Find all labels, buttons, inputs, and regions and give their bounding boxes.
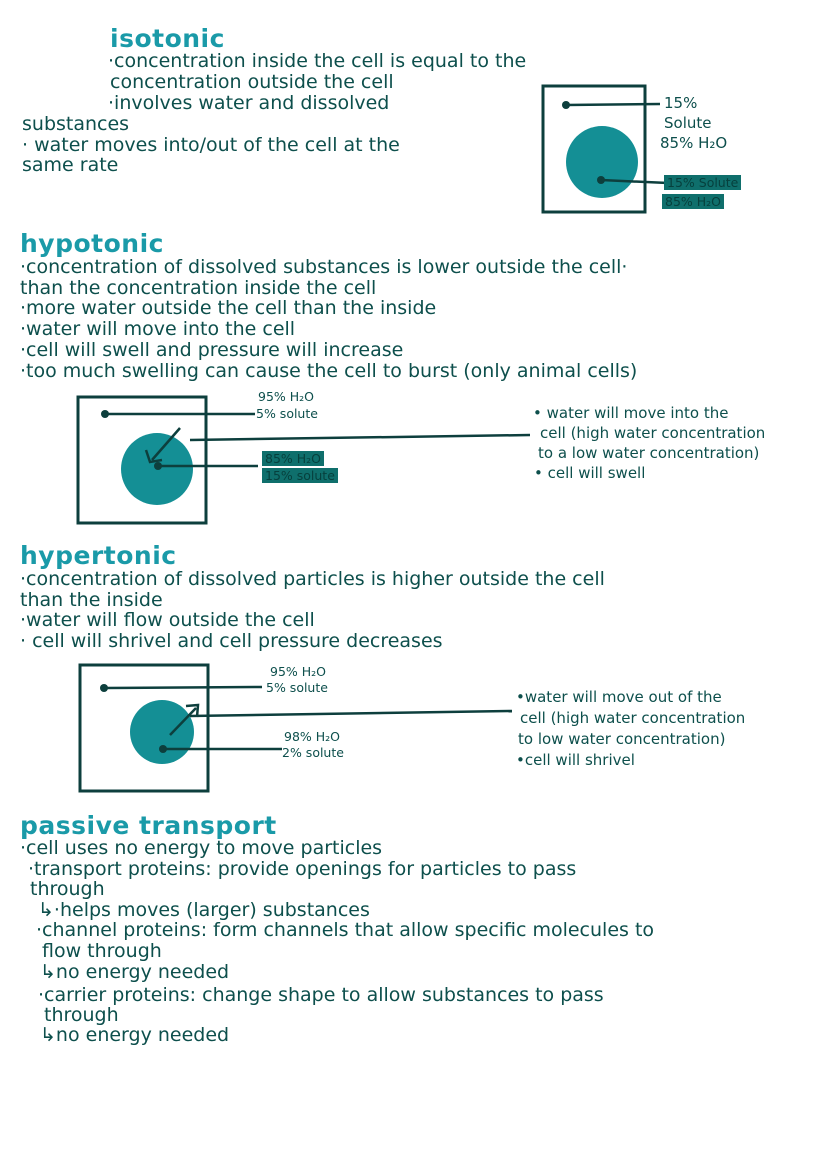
hypotonic-arrowhead [144,449,163,464]
hypertonic-arrowhead [185,703,200,718]
hypotonic-note-3: to a low water concentration) [538,444,760,462]
isotonic-line-5: · water moves into/out of the cell at th… [22,134,400,156]
passive-line-10: ↳no energy needed [40,1024,230,1046]
hypertonic-note-leader [189,709,513,718]
isotonic-outside-label-2: Solute [664,114,712,132]
hypertonic-line-2: than the inside [20,589,163,611]
hypertonic-heading: hypertonic [20,541,177,570]
passive-line-2: ·transport proteins: provide openings fo… [28,858,577,880]
hypertonic-outside-label-1: 95% H₂O [270,664,327,679]
hypotonic-outside-dot [101,410,109,418]
isotonic-line-1: ·concentration inside the cell is equal … [108,50,527,72]
hypotonic-outside-label-2: 5% solute [256,406,318,421]
hypertonic-line-4: · cell will shrivel and cell pressure de… [20,630,443,652]
hypertonic-line-1: ·concentration of dissolved particles is… [20,568,605,590]
hypertonic-arrow [169,707,197,736]
hypotonic-line-6: ·too much swelling can cause the cell to… [20,360,638,382]
isotonic-inside-label-2: 85% H₂O [662,194,725,209]
hypertonic-note-1: •water will move out of the [516,688,722,706]
hypotonic-line-3: ·more water outside the cell than the in… [20,297,437,319]
hypertonic-inside-dot [159,745,167,753]
hypotonic-line-5: ·cell will swell and pressure will incre… [20,339,404,361]
passive-line-8: ·carrier proteins: change shape to allow… [38,984,604,1006]
hypertonic-container-box [78,663,210,793]
isotonic-inside-dot [597,176,605,184]
hypotonic-arrow [151,427,181,461]
hypotonic-inside-dot [154,462,162,470]
isotonic-cell [566,126,638,198]
hypotonic-inside-label-2: 15% solute [262,468,338,483]
hypotonic-heading: hypotonic [20,229,164,258]
passive-transport-heading: passive transport [20,811,277,840]
hypotonic-inside-label-1: 85% H₂O [262,451,325,466]
hypertonic-note-4: •cell will shrivel [516,751,635,769]
passive-line-6: flow through [42,940,162,962]
hypotonic-container-box [76,395,208,525]
isotonic-line-4: substances [22,113,130,135]
hypotonic-line-4: ·water will move into the cell [20,318,296,340]
passive-line-5: ·channel proteins: form channels that al… [36,919,655,941]
isotonic-outside-label-1: 15% [664,94,698,112]
hypotonic-line-1: ·concentration of dissolved substances i… [20,256,628,278]
isotonic-line-3: ·involves water and dissolved [108,92,390,114]
isotonic-line-2: concentration outside the cell [110,71,394,93]
isotonic-heading: isotonic [110,24,225,53]
hypertonic-note-3: to low water concentration) [518,730,726,748]
hypotonic-line-2: than the concentration inside the cell [20,277,377,299]
hypotonic-note-4: • cell will swell [534,464,646,482]
isotonic-outside-leader [565,102,661,107]
hypotonic-note-1: • water will move into the [533,404,729,422]
hypertonic-inside-label-1: 98% H₂O [284,729,341,744]
hypertonic-outside-leader [103,685,263,690]
hypotonic-cell [121,433,193,505]
passive-line-3: through [30,878,105,900]
hypertonic-cell [130,700,194,764]
hypertonic-outside-dot [100,684,108,692]
passive-line-9: through [44,1004,119,1026]
isotonic-outside-label-3: 85% H₂O [660,134,728,152]
hypertonic-inside-label-2: 2% solute [282,745,344,760]
isotonic-container-box [541,84,647,214]
passive-line-1: ·cell uses no energy to move particles [20,837,383,859]
isotonic-outside-dot [562,101,570,109]
passive-line-4: ↳·helps moves (larger) substances [38,899,370,921]
passive-line-7: ↳no energy needed [40,961,230,983]
isotonic-line-6: same rate [22,154,119,176]
hypertonic-outside-label-2: 5% solute [266,680,328,695]
hypertonic-note-2: cell (high water concentration [520,709,746,727]
hypotonic-outside-label-1: 95% H₂O [258,389,315,404]
hypotonic-note-2: cell (high water concentration [540,424,766,442]
hypotonic-note-leader [189,433,531,442]
hypertonic-line-3: ·water will flow outside the cell [20,609,315,631]
isotonic-inside-leader [600,178,669,185]
isotonic-inside-label-1: 15% Solute [664,175,742,190]
